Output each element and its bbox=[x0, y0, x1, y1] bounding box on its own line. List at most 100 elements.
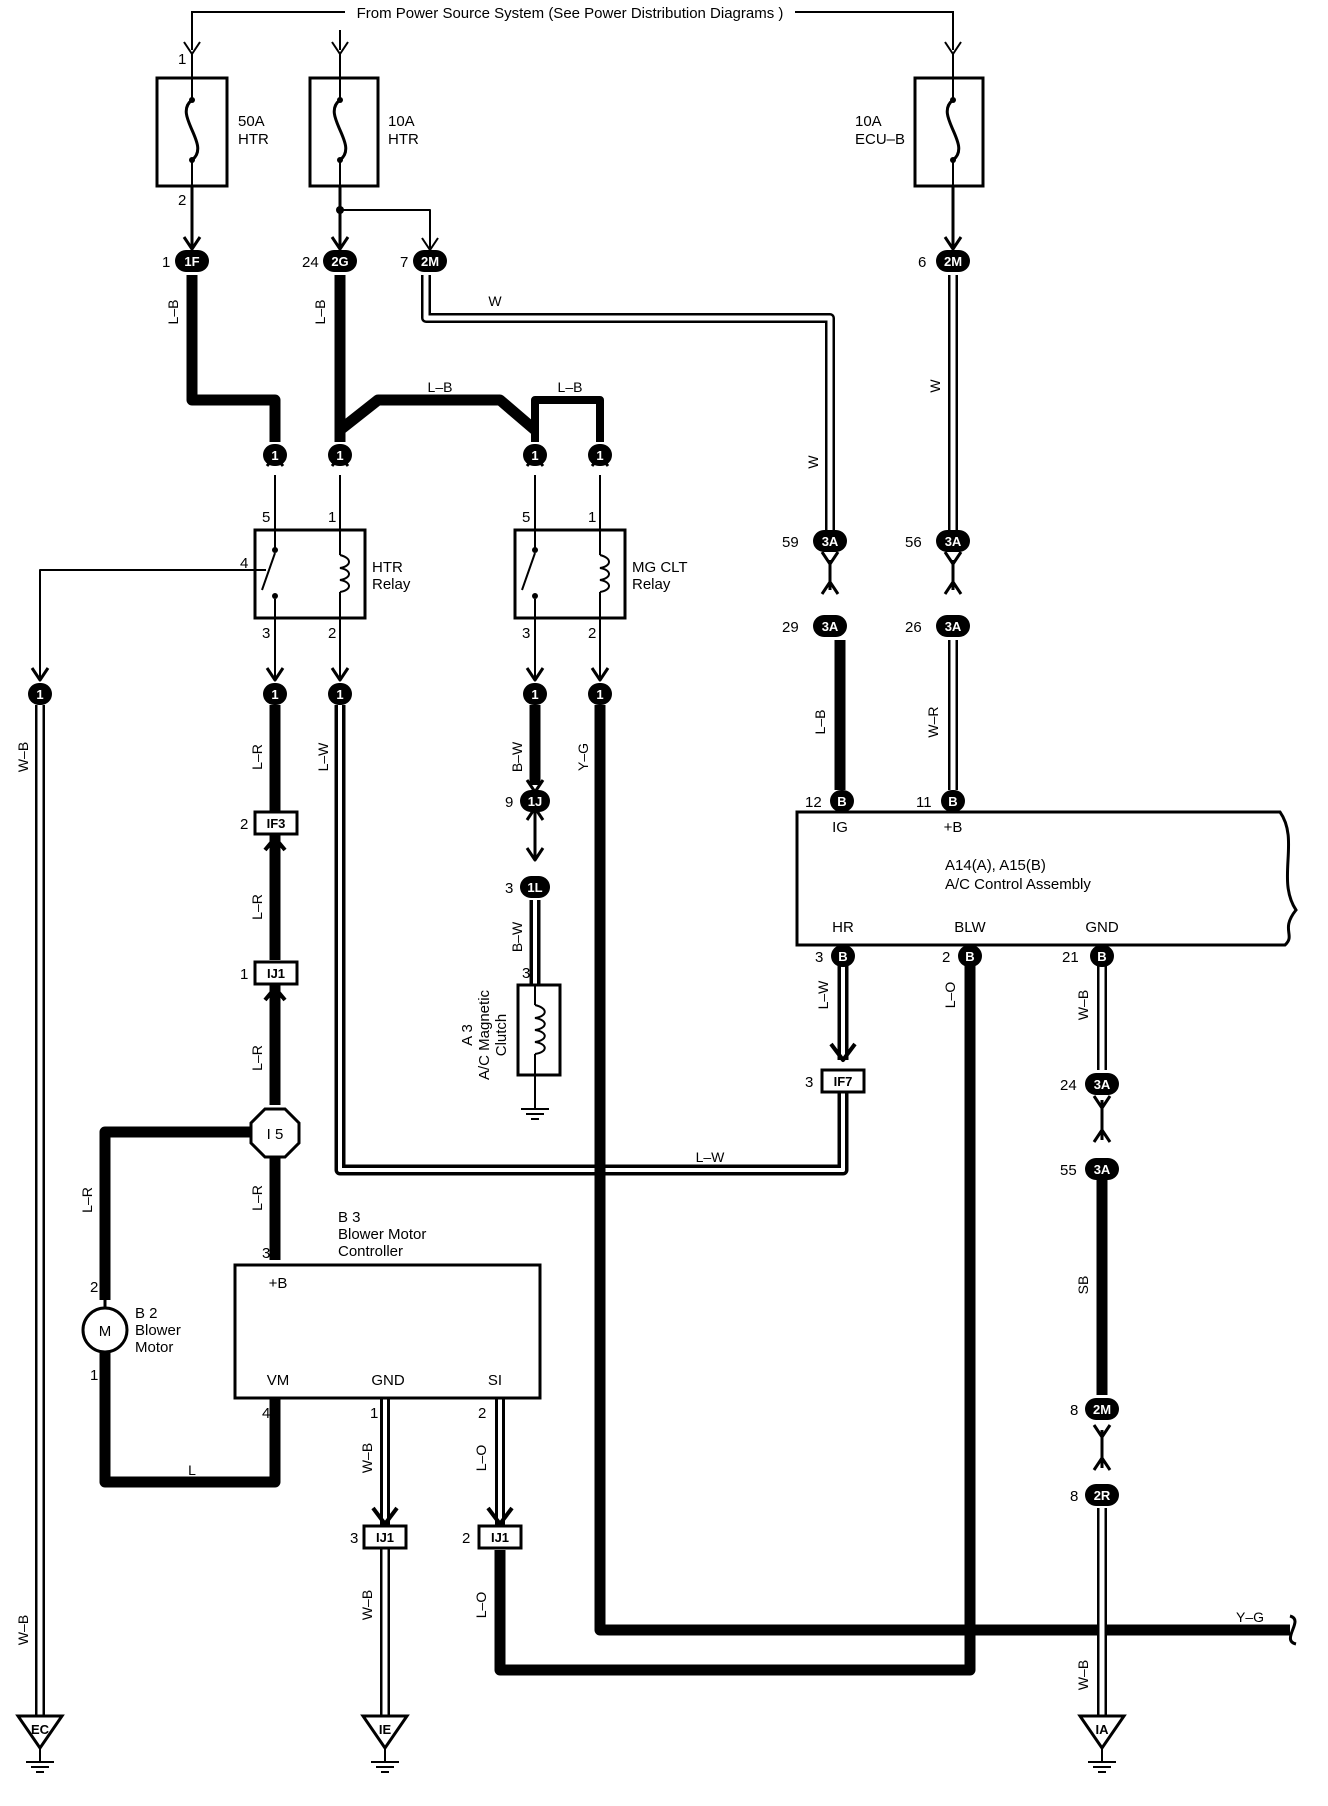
wire-label: L–R bbox=[79, 1187, 95, 1213]
wire-label: L–B bbox=[812, 710, 828, 735]
pin-label: 11 bbox=[916, 794, 932, 811]
wire-label: W–B bbox=[15, 742, 31, 772]
clutch-name-1: A/C Magnetic bbox=[476, 989, 493, 1080]
wire-label: L bbox=[188, 1462, 196, 1478]
fuse-name: HTR bbox=[238, 131, 269, 148]
connector-label: 1 bbox=[336, 448, 343, 463]
pin-label: 4 bbox=[262, 1405, 270, 1422]
wire-label: L–B bbox=[428, 379, 453, 395]
connector-label: 1 bbox=[336, 687, 343, 702]
wire-label: W–B bbox=[1075, 1660, 1091, 1690]
wire-label: L–R bbox=[249, 894, 265, 920]
pin-label: 55 bbox=[1060, 1162, 1077, 1179]
connector-label: 1 bbox=[36, 687, 43, 702]
pin-label: 9 bbox=[505, 794, 513, 811]
connector-label: 1 bbox=[596, 687, 603, 702]
connector-label: B bbox=[838, 949, 847, 964]
pin-label: 3 bbox=[805, 1074, 813, 1091]
wire-label: W–B bbox=[1075, 990, 1091, 1020]
ground-ie: IE bbox=[360, 1714, 410, 1773]
wire-label: L–W bbox=[815, 980, 831, 1010]
pin-label: 24 bbox=[1060, 1077, 1077, 1094]
pin-label: 1 bbox=[370, 1405, 378, 1422]
pin-label: 7 bbox=[400, 254, 408, 271]
connectors: 1F 1 2G 24 2M 7 2M 6 1 1 1 1 1 1 1 1 1 bbox=[28, 250, 1119, 1550]
ground-label: EC bbox=[31, 1722, 50, 1737]
pin-label: 21 bbox=[1062, 949, 1079, 966]
blower-motor-controller: B 3 Blower Motor Controller +B VM GND SI bbox=[233, 1209, 542, 1400]
wire-label: B–W bbox=[509, 741, 525, 772]
pin-label: 1 bbox=[90, 1367, 98, 1384]
pin-label: 3 bbox=[262, 625, 270, 642]
relay-sub: Relay bbox=[372, 576, 411, 593]
term-gnd: GND bbox=[1085, 919, 1119, 936]
connector-label: 3A bbox=[822, 619, 839, 634]
wire-label: L–O bbox=[473, 1445, 489, 1472]
connector-label: 1 bbox=[531, 687, 538, 702]
term-si: SI bbox=[488, 1372, 502, 1389]
term-ig: IG bbox=[832, 819, 848, 836]
connector-label: 1 bbox=[531, 448, 538, 463]
motor-ref: B 2 bbox=[135, 1305, 158, 1322]
controller-name-2: Controller bbox=[338, 1243, 403, 1260]
pin-label: 29 bbox=[782, 619, 799, 636]
connector-label: B bbox=[948, 794, 957, 809]
ground-label: IE bbox=[379, 1722, 392, 1737]
term-blw: BLW bbox=[954, 919, 986, 936]
controller-ref: B 3 bbox=[338, 1209, 361, 1226]
connector-label: 3A bbox=[945, 534, 962, 549]
connector-label: B bbox=[837, 794, 846, 809]
connector-label: 1 bbox=[596, 448, 603, 463]
term-gnd: GND bbox=[371, 1372, 405, 1389]
connector-label: 3A bbox=[945, 619, 962, 634]
connector-label: 2G bbox=[331, 254, 348, 269]
pin-label: 2 bbox=[178, 192, 186, 209]
wire-label: SB bbox=[1075, 1276, 1091, 1295]
pin-label: 2 bbox=[328, 625, 336, 642]
wire-label: L–B bbox=[558, 379, 583, 395]
connector-label: 2R bbox=[1094, 1488, 1111, 1503]
ground-ec: EC bbox=[15, 1714, 65, 1773]
connector-label: IJ1 bbox=[376, 1530, 394, 1545]
wire-labels: L–B L–B L–B L–B W W W W–B W–B L–R L–R L–… bbox=[15, 293, 1264, 1690]
connector-label: 1J bbox=[528, 794, 542, 809]
connector-label: B bbox=[1097, 949, 1106, 964]
wire-label: Y–G bbox=[575, 743, 591, 771]
motor-name-1: Blower bbox=[135, 1322, 181, 1339]
clutch-ref: A 3 bbox=[459, 1024, 476, 1046]
relay-sub: Relay bbox=[632, 576, 671, 593]
fuse-10a-htr: 10A HTR bbox=[308, 76, 419, 188]
relay-pin-labels: 5 1 4 3 2 5 1 3 2 bbox=[240, 509, 596, 642]
fuse-rating: 10A bbox=[388, 113, 415, 130]
pin-label: 1 bbox=[240, 966, 248, 983]
connector-label: IJ1 bbox=[491, 1530, 509, 1545]
wires bbox=[30, 186, 1297, 1716]
connector-label: 3A bbox=[822, 534, 839, 549]
pin-label: 59 bbox=[782, 534, 799, 551]
wire-label: Y–G bbox=[1236, 1609, 1264, 1625]
ac-ref: A14(A), A15(B) bbox=[945, 857, 1046, 874]
wire-label: W bbox=[927, 379, 943, 393]
term-hr: HR bbox=[832, 919, 854, 936]
connector-label: IF3 bbox=[267, 816, 286, 831]
term-b: +B bbox=[269, 1275, 288, 1292]
pin-label: 1 bbox=[162, 254, 170, 271]
wire-label: L–B bbox=[165, 300, 181, 325]
connector-2m-ecu bbox=[936, 250, 970, 272]
connector-label: 1L bbox=[527, 880, 542, 895]
pin-label: 3 bbox=[262, 1245, 270, 1262]
wire-label: W–B bbox=[359, 1443, 375, 1473]
pin-label: 8 bbox=[1070, 1488, 1078, 1505]
wire-label: L–R bbox=[249, 1185, 265, 1211]
wire-label: L–O bbox=[942, 982, 958, 1009]
wire-label: W–B bbox=[15, 1615, 31, 1645]
pin-label: 1 bbox=[328, 509, 336, 526]
pin-label: 2 bbox=[90, 1279, 98, 1296]
ground-label: IA bbox=[1096, 1722, 1110, 1737]
fuse-name: ECU–B bbox=[855, 131, 905, 148]
pin-label: 5 bbox=[522, 509, 530, 526]
pin-label: 1 bbox=[178, 51, 186, 68]
connector-i5 bbox=[249, 1107, 301, 1159]
wire-label: L–W bbox=[315, 742, 331, 772]
